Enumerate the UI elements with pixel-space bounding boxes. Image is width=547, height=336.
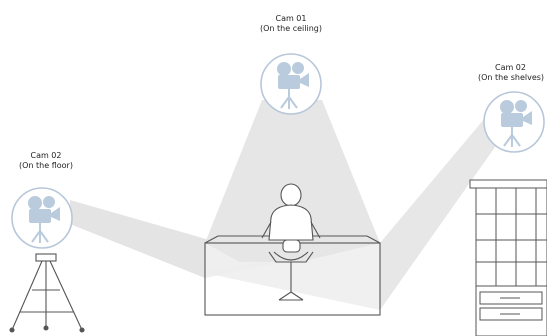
tripod <box>10 254 84 332</box>
camera-right-location: (On the shelves) <box>474 73 547 83</box>
bookshelf <box>470 180 547 336</box>
camera-top-name: Cam 01 <box>247 14 335 24</box>
camera-left-label: Cam 02 (On the floor) <box>4 151 88 171</box>
camera-left-name: Cam 02 <box>4 151 88 161</box>
camera-left-location: (On the floor) <box>4 161 88 171</box>
camera-right-name: Cam 02 <box>474 63 547 73</box>
camera-right-label: Cam 02 (On the shelves) <box>474 63 547 83</box>
camera-top-label: Cam 01 (On the ceiling) <box>247 14 335 34</box>
camera-right <box>484 92 544 152</box>
camera-top-location: (On the ceiling) <box>247 24 335 34</box>
camera-left <box>12 188 72 248</box>
camera-top <box>261 54 321 114</box>
